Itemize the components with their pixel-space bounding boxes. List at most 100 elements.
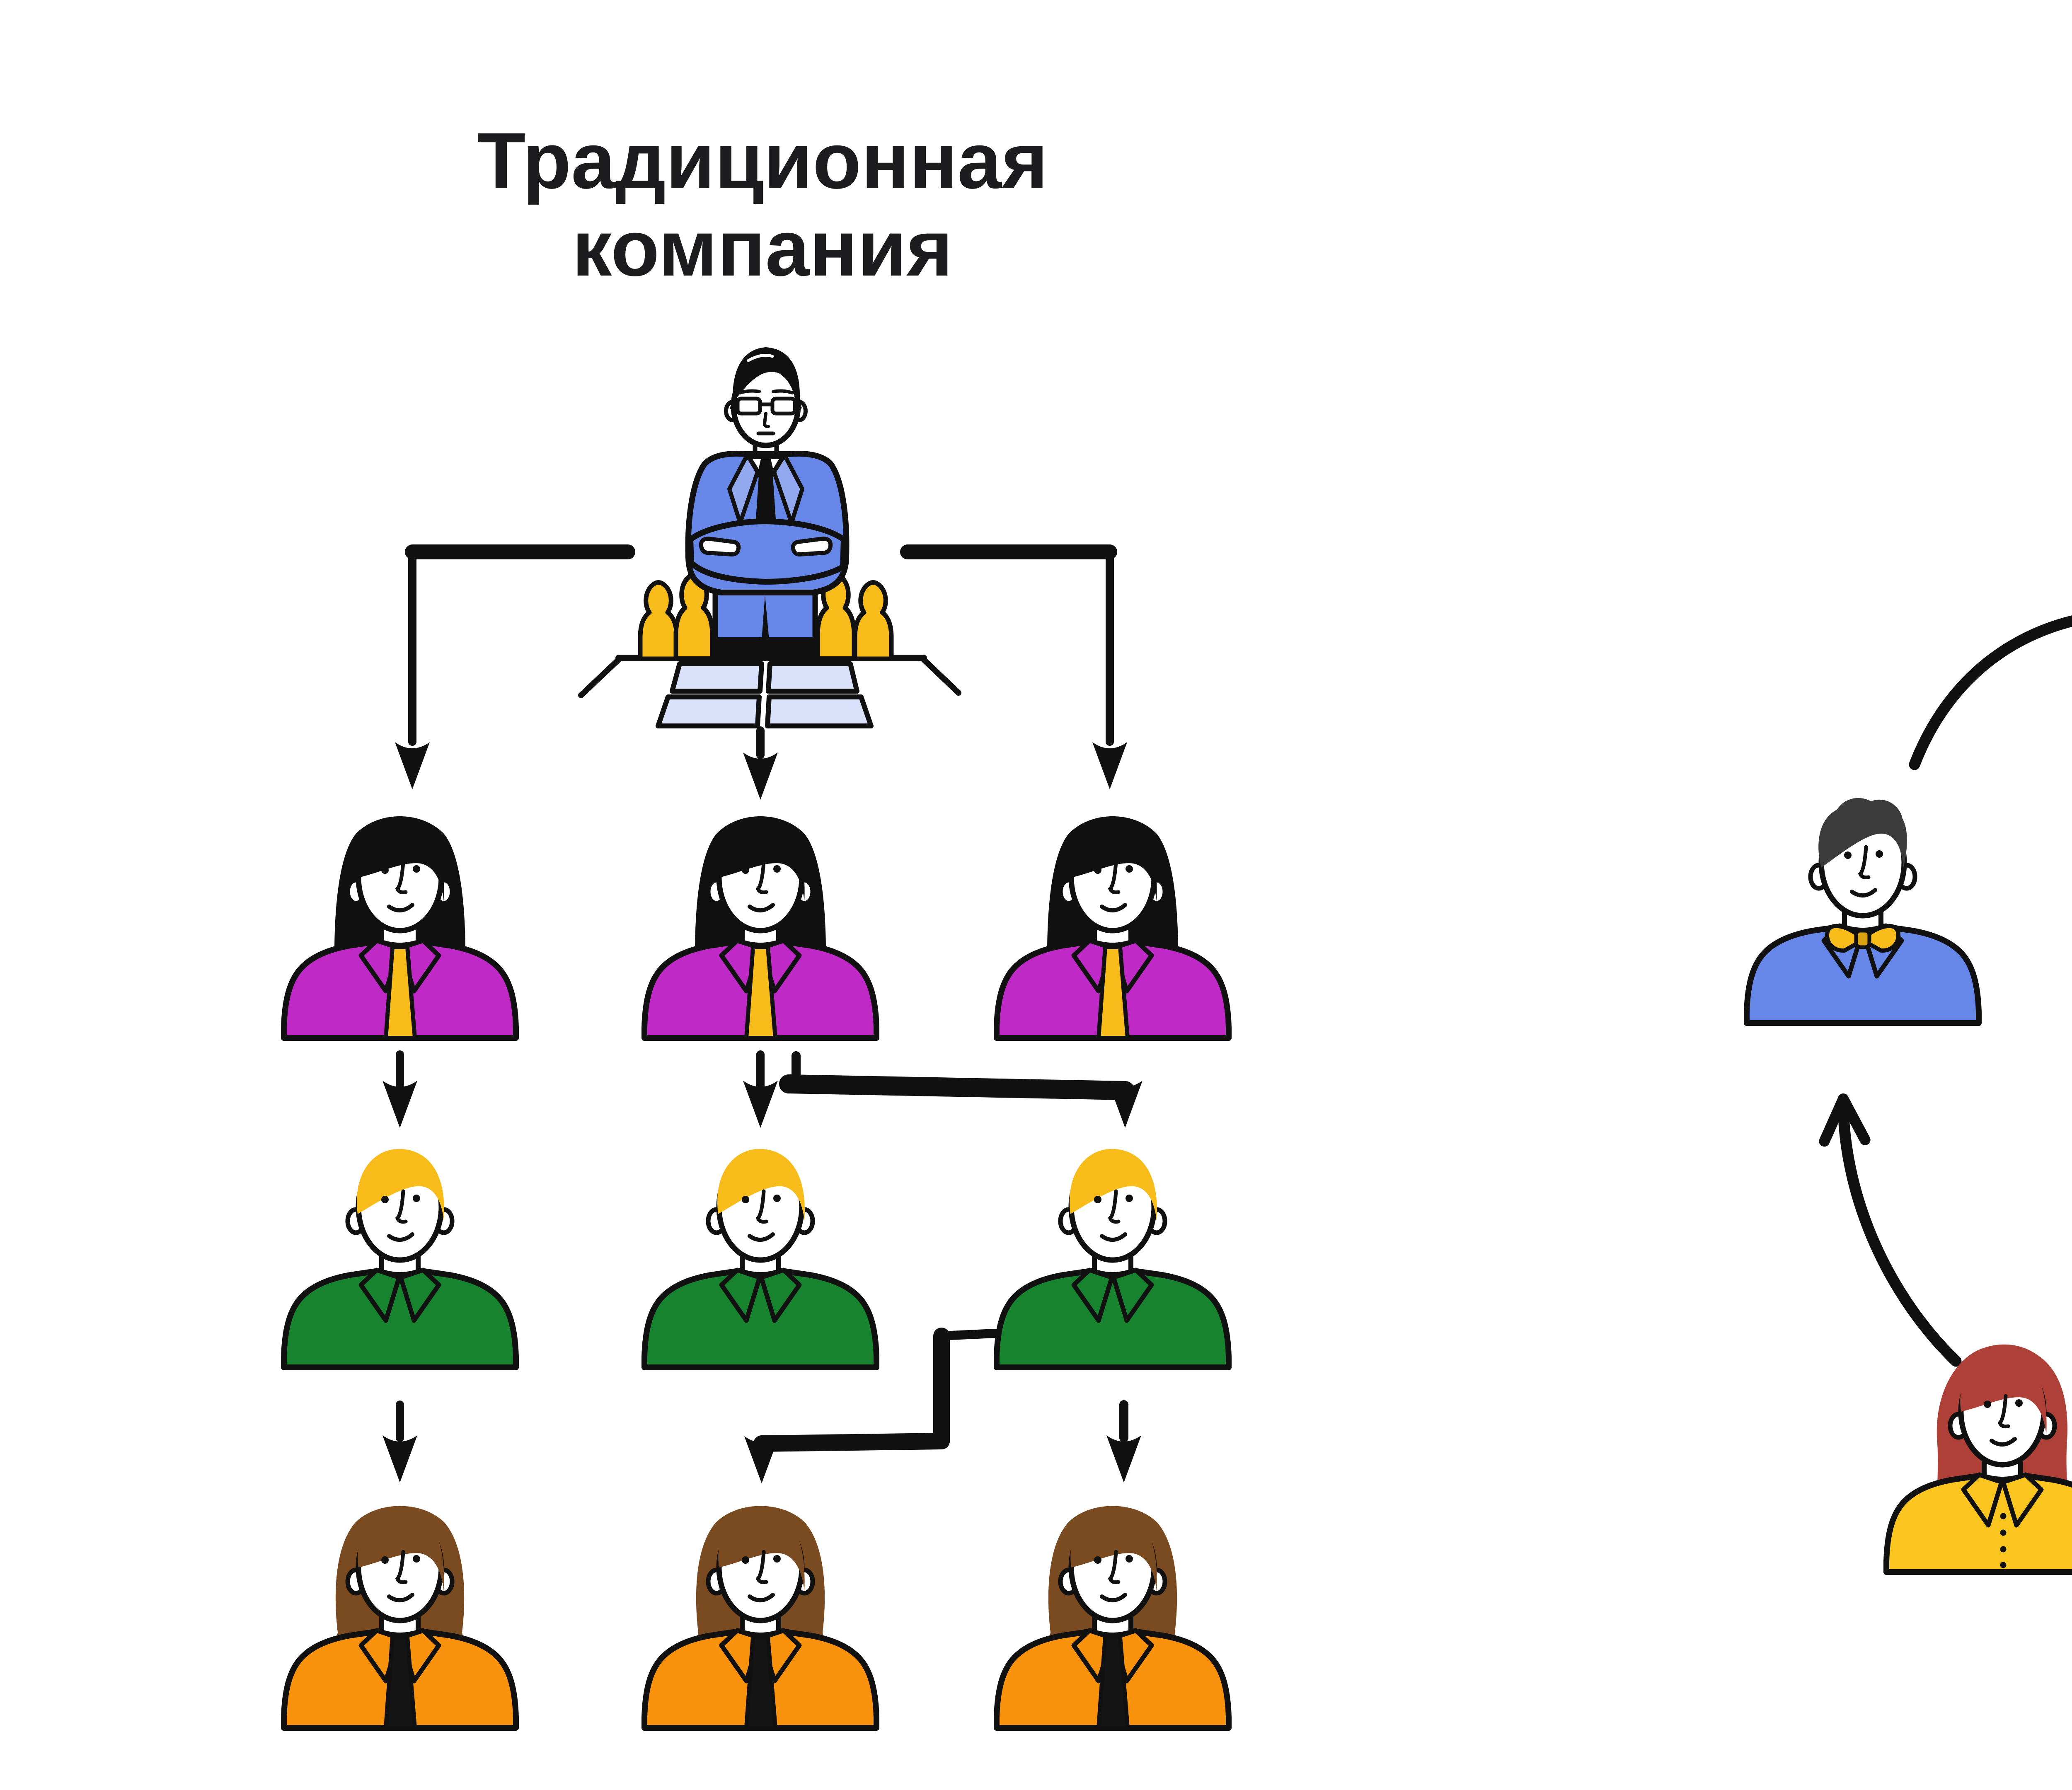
person-leads-2	[641, 1149, 879, 1370]
front-hair	[358, 1510, 444, 1591]
tie	[744, 945, 777, 1040]
desk-panel	[670, 661, 764, 694]
eye-right	[773, 1555, 781, 1563]
boss-hand-right	[791, 536, 833, 557]
eye-right	[1126, 865, 1133, 873]
eye-right	[1876, 850, 1883, 858]
arrowhead-down	[382, 1081, 417, 1128]
eye-right	[2015, 1399, 2023, 1407]
arrowhead-down	[395, 742, 430, 789]
collar-right	[759, 1268, 802, 1323]
collar-left	[1961, 1472, 2004, 1528]
person-leads-3	[994, 1149, 1232, 1370]
collar-left	[358, 1268, 402, 1323]
mouth	[387, 1232, 414, 1242]
front-hair	[357, 1149, 445, 1220]
org-edge-lead3-to-staff3	[1106, 1400, 1141, 1483]
traditional-company-title: Традиционная компания	[348, 117, 1177, 292]
eye-right	[1126, 1195, 1133, 1202]
person-leads-1	[281, 1149, 519, 1370]
person-managers-3	[994, 816, 1232, 1041]
boss-and-desk	[578, 347, 961, 728]
boss-glasses-bridge	[730, 402, 802, 410]
nose	[755, 860, 768, 895]
org-edge-boss-to-manager-3	[900, 544, 1127, 789]
tie	[384, 945, 417, 1040]
desk-panel	[765, 694, 874, 728]
collar-left	[1071, 1268, 1114, 1323]
person-managers-2	[641, 816, 879, 1041]
collar-right	[1111, 1268, 1154, 1323]
arrowhead-down	[1092, 742, 1127, 789]
arrowhead-down	[743, 1081, 778, 1128]
connector-segment	[937, 1329, 999, 1340]
eye-left	[742, 1556, 749, 1564]
person-staff-1	[281, 1506, 519, 1731]
arrowhead-down	[744, 1436, 779, 1483]
eye-right	[1126, 1555, 1133, 1563]
mouth	[748, 1232, 775, 1242]
eye-right	[413, 1555, 420, 1563]
front-hair	[718, 820, 805, 901]
boss-hair	[733, 347, 800, 412]
nose	[1997, 1394, 2010, 1429]
button	[2000, 1513, 2007, 1519]
boss-nose	[762, 412, 770, 428]
org-edge-boss-to-manager-2	[743, 726, 778, 800]
torso	[641, 1268, 879, 1370]
nose	[1108, 860, 1121, 895]
pawn-figure	[852, 580, 894, 661]
bow-tie	[1825, 924, 1900, 953]
eye-right	[773, 1195, 781, 1202]
desk-panel	[766, 661, 859, 694]
title-line-2: компания	[572, 203, 953, 293]
collar-right	[398, 1268, 441, 1323]
eye-left	[381, 1196, 389, 1203]
connector-segment	[753, 1433, 950, 1452]
nose	[395, 860, 408, 895]
mouth	[748, 1593, 775, 1603]
boss-hand-left	[699, 536, 741, 557]
front-hair	[717, 1149, 805, 1220]
front-hair	[1070, 1149, 1157, 1220]
boss-pants-crease	[762, 595, 769, 640]
mouth	[1100, 1232, 1127, 1242]
tie	[384, 1635, 417, 1730]
pawn-figure	[638, 580, 679, 661]
person-managers-1	[281, 816, 519, 1041]
nose	[395, 1550, 408, 1584]
eye-left	[742, 1196, 749, 1203]
bow-tie-knot	[1854, 929, 1871, 949]
mouth	[1990, 1437, 2017, 1447]
org-edge-manager2-to-lead2	[743, 1050, 778, 1128]
eye-right	[413, 865, 420, 873]
torso	[994, 1268, 1232, 1370]
tie	[1097, 1635, 1130, 1730]
nose	[1108, 1550, 1121, 1584]
arrowhead-down	[382, 1435, 417, 1483]
front-hair	[718, 1510, 805, 1591]
person-staff-3	[994, 1506, 1232, 1731]
tie	[1097, 945, 1130, 1040]
eye-left	[381, 1556, 389, 1564]
collar-right	[2001, 1472, 2044, 1528]
eye-left	[742, 866, 749, 874]
eye-left	[1844, 851, 1852, 859]
org-edge-manager2-to-lead3	[779, 1051, 1143, 1128]
boss-crossed-arms	[687, 518, 847, 585]
title-line-1: Традиционная	[477, 116, 1048, 205]
org-edge-lead3-to-staff2	[744, 1328, 999, 1483]
torso	[281, 1268, 519, 1370]
connector-segment	[779, 1074, 1135, 1100]
front-hair	[1818, 798, 1907, 868]
front-hair	[358, 820, 444, 901]
person-staff-2	[641, 1506, 879, 1731]
arrowhead-down	[1106, 1435, 1141, 1483]
org-edge-manager1-to-lead1	[382, 1050, 417, 1128]
button	[2000, 1529, 2007, 1536]
tie	[744, 1635, 777, 1730]
front-hair	[1960, 1354, 2047, 1435]
mouth	[748, 903, 775, 913]
